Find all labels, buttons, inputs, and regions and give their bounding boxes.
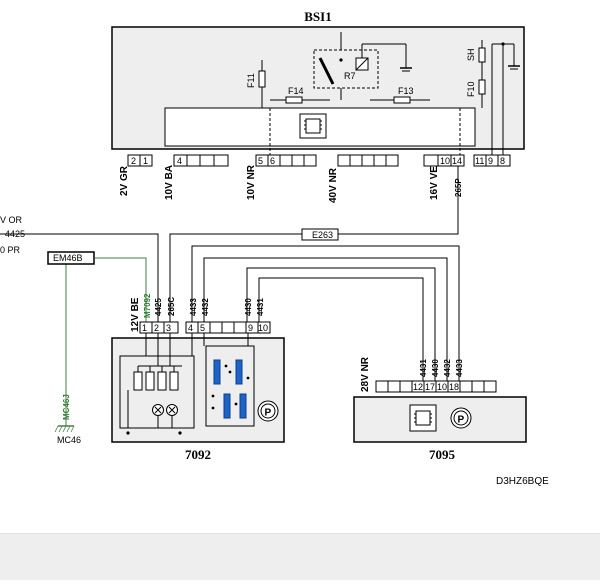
m7095-wire-label: 4432 [443,359,452,377]
fuse-f11-label: F11 [246,73,256,88]
bsi1-chip-icon [299,113,327,139]
fuse-f14-label: F14 [288,86,304,96]
m7095-pin: 18 [449,382,459,392]
m7092-pin: 10 [258,323,268,333]
splice-e263-label: E263 [312,230,333,240]
bsi1-pin: 14 [452,156,462,166]
m7092-pin: 3 [166,323,171,333]
fuse-sh-label: SH [466,48,476,61]
m7092-connector-label: 12V BE [130,297,141,332]
parking-brake-icon: P [450,407,472,429]
m7092-title: 7092 [185,447,211,462]
m7092-wire-label: 4431 [256,298,265,316]
m7092-wire-label: 4432 [201,298,210,316]
m7092-pin: 9 [248,323,253,333]
bsi1-pin: 5 [258,156,263,166]
splice-em46b-label: EM46B [53,253,83,263]
fuse-sh-icon [478,40,486,108]
bsi1-pin: 4 [177,156,182,166]
m7092-pin: 5 [200,323,205,333]
bsi1-connector-label: 40V NR [328,167,339,203]
bsi1-pin: 6 [270,156,275,166]
relay-r7-label: R7 [344,71,356,81]
bsi1-connector-label: 16V VE [429,166,440,200]
m7092-wire-label: 265C [167,297,176,316]
mc46j-label: MC46J [62,394,71,420]
bsi1-pin: 1 [143,156,148,166]
footer-band [0,533,600,580]
fuse-f10-icon [478,79,486,95]
svg-text:P: P [265,408,272,419]
parking-brake-icon: P [257,400,279,422]
module-7095: P [353,380,527,443]
module-7092: P [111,321,285,443]
fuse-f14-icon [270,96,330,104]
reference-code: D3HZ6BQE [496,476,549,487]
em46b-ground-path [54,257,147,433]
splice-e263 [301,228,339,241]
left-edge-label: 4425 [5,229,25,239]
m7092-pin: 2 [154,323,159,333]
m7092-wire-label: 4430 [244,298,253,316]
m7092-wire-label: 4433 [189,298,198,316]
splice-em46b [47,251,95,265]
bsi1-pin: 2 [131,156,136,166]
m7095-wire-label: 4433 [455,359,464,377]
m7095-pin: 12 [413,382,423,392]
relay-r7 [313,32,412,100]
left-edge-label: V OR [0,215,23,225]
m7095-wire-label: 4430 [431,359,440,377]
m7095-chip-icon [409,404,437,432]
m7092-wire-label: 4425 [154,298,163,316]
m7095-pin: 10 [437,382,447,392]
m7092-wire-label: M7092 [143,293,152,318]
bsi1-connector-label: 10V NR [246,164,257,200]
bsi1-pin-row [127,154,511,167]
m7092-pin: 4 [188,323,193,333]
fuse-f13-label: F13 [398,86,414,96]
bsi1-pin: 10 [440,156,450,166]
bsi1-connector-label: 10V BA [164,165,175,200]
left-edge-label: 0 PR [0,245,21,255]
bsi1-module: BSI1 F11 F14 F13 [111,9,525,203]
fuse-f10-label: F10 [466,81,476,97]
m7092-pin: 1 [142,323,147,333]
m7095-wire-label: 4431 [419,359,428,377]
bsi1-title: BSI1 [304,9,331,24]
m7095-pin: 17 [425,382,435,392]
mc46-label: MC46 [57,435,81,445]
bsi1-pin: 9 [488,156,493,166]
bsi1-pin: 11 [475,156,484,166]
bsi1-connector-label: 2V GR [119,165,130,196]
m7095-title: 7095 [429,447,456,462]
bsi1-right-ground [491,42,520,156]
m7095-connector-label: 28V NR [360,356,371,392]
fuse-f11-icon [258,60,266,108]
svg-text:P: P [458,415,465,426]
bsi1-pin: 8 [500,156,505,166]
fuse-f13-icon [370,96,430,104]
